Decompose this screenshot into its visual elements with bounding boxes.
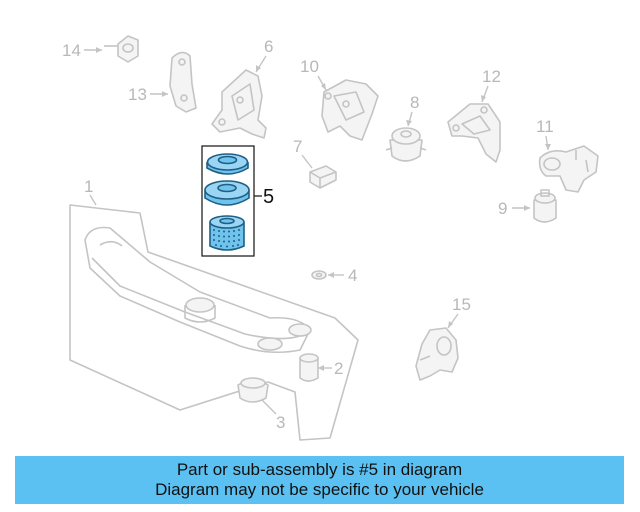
callout-5: 5 xyxy=(254,186,274,208)
banner-line-2: Diagram may not be specific to your vehi… xyxy=(155,480,484,499)
part-15-mount xyxy=(415,327,459,381)
svg-text:13: 13 xyxy=(128,85,147,104)
callout-10: 10 xyxy=(300,57,327,91)
svg-text:9: 9 xyxy=(498,199,507,218)
part-9-mount xyxy=(533,189,557,223)
callout-7: 7 xyxy=(293,137,313,169)
part-2-bushing xyxy=(299,353,319,382)
callout-13: 13 xyxy=(128,85,168,104)
svg-text:1: 1 xyxy=(84,177,93,196)
svg-text:8: 8 xyxy=(410,93,419,112)
part-6-bracket xyxy=(211,69,267,139)
part-14-mount xyxy=(104,35,139,63)
svg-text:15: 15 xyxy=(452,295,471,314)
part-5-lower-cap xyxy=(204,180,250,206)
callout-11: 11 xyxy=(536,117,554,151)
svg-text:6: 6 xyxy=(264,37,273,56)
part-3-mount xyxy=(237,377,269,403)
svg-text:4: 4 xyxy=(348,266,357,285)
svg-text:14: 14 xyxy=(62,41,81,60)
part-5-sleeve xyxy=(209,215,245,251)
callout-8: 8 xyxy=(406,93,419,127)
part-11-mount xyxy=(538,145,599,193)
callout-6: 6 xyxy=(255,37,273,73)
callout-1: 1 xyxy=(84,177,97,206)
part-5-bushing-kit xyxy=(201,145,255,257)
callout-3: 3 xyxy=(261,399,285,432)
callout-4: 4 xyxy=(328,266,357,285)
svg-text:10: 10 xyxy=(300,57,319,76)
part-5-frame xyxy=(201,145,255,257)
part-12-bracket xyxy=(447,103,501,163)
svg-text:12: 12 xyxy=(482,67,501,86)
svg-text:3: 3 xyxy=(276,413,285,432)
callout-14: 14 xyxy=(62,41,102,60)
part-10-bracket xyxy=(321,79,379,141)
callout-15: 15 xyxy=(447,295,471,329)
svg-text:11: 11 xyxy=(536,117,554,136)
callout-9: 9 xyxy=(498,199,530,218)
subframe-assembly xyxy=(69,204,359,441)
parts-diagram: 1 2 3 4 xyxy=(62,35,599,441)
svg-text:7: 7 xyxy=(293,137,302,156)
part-8-mount xyxy=(385,127,427,162)
banner-line-1: Part or sub-assembly is #5 in diagram xyxy=(176,460,463,479)
part-4-washer xyxy=(311,270,327,280)
part-5-upper-cap xyxy=(206,153,249,175)
part-13-bracket xyxy=(169,51,197,113)
info-banner: Part or sub-assembly is #5 in diagram Di… xyxy=(15,456,624,504)
svg-text:5: 5 xyxy=(263,186,274,208)
part-7-block xyxy=(309,165,337,189)
svg-text:2: 2 xyxy=(334,359,343,378)
callout-2: 2 xyxy=(318,359,343,378)
callout-12: 12 xyxy=(481,67,501,103)
